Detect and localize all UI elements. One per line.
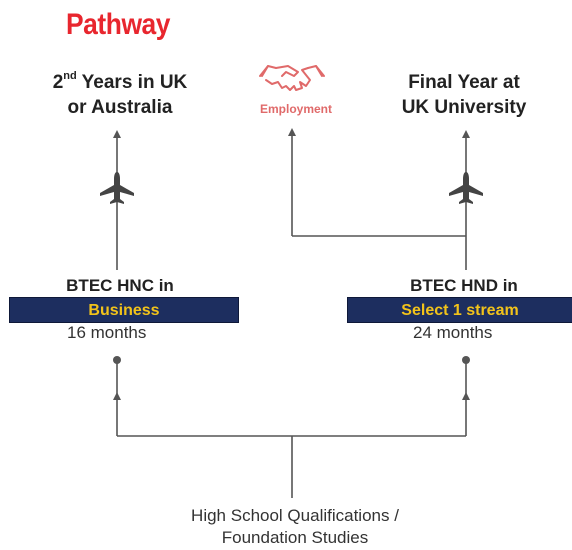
left-node-dot <box>113 356 121 364</box>
handshake-icon <box>259 65 325 91</box>
left-program-title: BTEC HNC in <box>66 276 174 295</box>
left-destination-line2: or Australia <box>67 97 173 118</box>
right-airplane-icon <box>449 172 483 204</box>
right-node-dot <box>462 356 470 364</box>
origin-line1: High School Qualifications / <box>191 506 399 525</box>
left-destination-line1: 2nd Years in UK <box>52 69 188 93</box>
origin-line2: Foundation Studies <box>221 528 369 547</box>
left-arrowhead-lower <box>113 392 121 400</box>
right-destination-line1: Final Year at <box>408 72 520 93</box>
right-arrowhead-top <box>462 130 470 138</box>
employment-arrowhead <box>288 128 296 136</box>
origin-label: High School Qualifications / Foundation … <box>120 505 470 549</box>
right-duration: 24 months <box>413 323 493 342</box>
right-arrowhead-lower <box>462 392 470 400</box>
left-stream-banner: Business <box>9 297 239 323</box>
right-destination: Final Year at UK University <box>362 70 566 120</box>
right-destination-line2: UK University <box>401 97 527 118</box>
left-arrowhead-top <box>113 130 121 138</box>
pathway-title: Pathway <box>66 8 171 41</box>
left-duration: 16 months <box>67 323 147 342</box>
left-airplane-icon <box>100 172 134 204</box>
left-destination: 2nd Years in UK or Australia <box>20 70 220 120</box>
employment-label: Employment <box>259 102 332 116</box>
right-program-title: BTEC HND in <box>410 276 518 295</box>
right-stream-banner: Select 1 stream <box>347 297 572 323</box>
